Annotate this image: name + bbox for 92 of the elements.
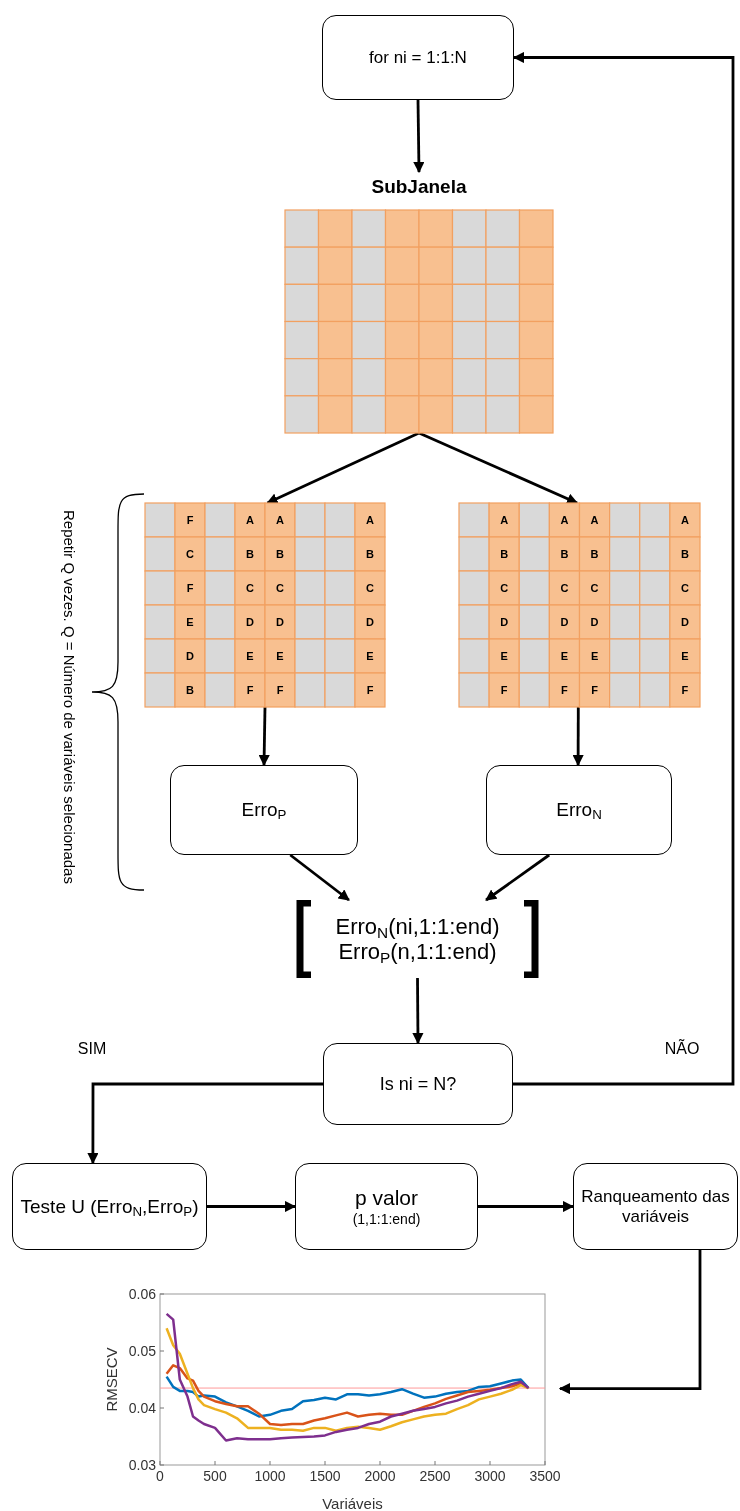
cell-letter: E [680,650,690,662]
arrow [207,1200,297,1213]
tick-label: 0 [156,1468,164,1484]
arrow [289,853,350,902]
cell-letter: A [679,514,690,526]
cell-letter: D [365,616,375,628]
cell-letter: B [499,548,510,560]
cell-letter: A [275,514,285,526]
cell-letter: C [559,582,570,594]
process-box [295,1163,478,1250]
cell-letter: D [589,616,600,628]
cell-letter: C [275,582,285,594]
cell-letter: C [185,548,195,560]
arrow [258,706,270,767]
cell-letter: B [185,684,195,696]
process-box [170,765,358,855]
box-text: for ni = 1:1:N [368,47,468,68]
cell-letter: D [679,616,690,628]
cell-letter: B [245,548,255,560]
tick-label: 3500 [529,1468,561,1484]
arrow [572,707,584,767]
arrow [412,978,424,1045]
cell-letter: D [499,616,510,628]
cell-letter: C [679,582,690,594]
arrow [512,51,735,1086]
condition-box [323,1043,513,1125]
cell-letter: E [499,650,509,662]
box-text: Erro$_{N}$ [555,799,603,821]
process-box [12,1163,207,1250]
cell-letter: E [559,650,570,662]
cell-letter: C [245,582,255,594]
cell-letter: F [245,684,255,696]
cell-letter: D [185,650,195,662]
cell-letter: F [185,514,195,526]
side-note: Repetir Q vezes. Q = Número de variáveis selecionadas [60,509,78,886]
cell-letter: B [559,548,570,560]
tick-label: 0.04 [128,1400,156,1416]
tick-label: 1500 [309,1468,341,1484]
tick-label: 500 [203,1468,227,1484]
cell-letter: B [679,548,690,560]
cell-letter: A [589,514,600,526]
cell-letter: A [559,514,570,526]
cell-letter: F [499,684,509,696]
tick-label: 0.06 [128,1286,156,1302]
cell-letter: F [185,582,195,594]
cell-letter: D [275,616,285,628]
cell-letter: B [365,548,375,560]
cell-letter: E [589,650,600,662]
cell-letter: D [245,616,255,628]
cell-letter: A [245,514,255,526]
process-box [486,765,672,855]
cell-letter: F [680,684,690,696]
tick-label: 2500 [419,1468,451,1484]
formula-text: Erro$_{N}$(ni,1:1:end) [335,913,500,939]
box-text: (1,1:1:end) [351,1210,422,1227]
cell-letter: E [185,616,195,628]
arrow [558,1250,702,1395]
tick-label: 2000 [364,1468,396,1484]
loop-box [322,15,514,100]
cell-letter: D [559,616,570,628]
cell-letter: C [499,582,510,594]
axis-title: RMSECV [103,1347,120,1412]
box-text: Teste U (Erro$_{N}$,Erro$_{P}$) [19,1195,200,1218]
box-text: Is ni = N? [378,1073,458,1095]
arrow [87,1082,323,1165]
tick-label: 3000 [474,1468,506,1484]
axis-title: Variáveis [322,1495,383,1511]
cell-letter: E [245,650,255,662]
box-text: Ranqueamento das variáveis [580,1186,731,1227]
box-text: Erro$_{P}$ [240,799,288,821]
cell-letter: F [275,684,285,696]
formula-text: Erro$_{P}$(n,1:1:end) [338,939,497,965]
box-text: p valor [354,1186,419,1211]
cell-letter: E [275,650,285,662]
cell-letter: E [365,650,375,662]
cell-letter: A [365,514,375,526]
cell-letter: C [365,582,375,594]
arrow [485,853,550,902]
tick-label: 0.05 [128,1343,156,1359]
cell-letter: F [365,684,375,696]
cell-letter: F [590,684,599,696]
cell-letter: F [560,684,569,696]
process-box [573,1163,738,1250]
arrow [413,100,425,174]
cell-letter: A [499,514,510,526]
arrow [478,1200,575,1213]
cell-letter: C [589,582,600,594]
tick-label: 0.03 [128,1457,156,1473]
cell-letter: B [589,548,600,560]
grid-heading: SubJanela [370,176,468,198]
cell-letter: B [275,548,285,560]
tick-label: 1000 [254,1468,286,1484]
